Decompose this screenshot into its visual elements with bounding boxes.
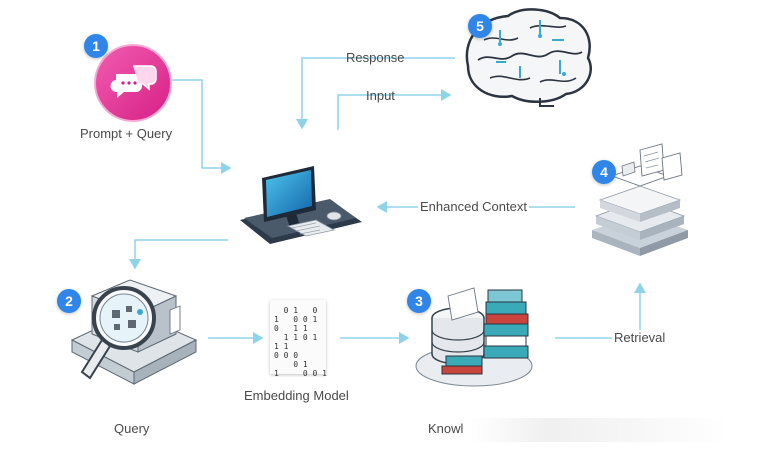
connectors	[129, 57, 646, 344]
label-retrieval: Retrieval	[612, 330, 668, 345]
step-badge-3: 3	[407, 289, 431, 313]
label-enhanced-context: Enhanced Context	[418, 199, 529, 214]
magnifier-icon	[70, 279, 198, 385]
step-badge-2: 2	[57, 289, 81, 313]
document-stack-icon	[592, 143, 688, 256]
embedding-bits: 0 1 0 1 0 0 1 0 1 1 1 1 0 1 1 1 0 0 0 0 …	[274, 306, 327, 378]
step-badge-4: 4	[592, 160, 616, 184]
computer-icon	[240, 166, 362, 244]
label-embedding-model: Embedding Model	[244, 388, 349, 403]
chat-bubble-icon	[94, 44, 172, 122]
label-query: Query	[114, 421, 150, 436]
arrow-response	[296, 57, 455, 130]
label-knowledge: Knowl	[428, 421, 464, 436]
arrow-input	[337, 89, 452, 130]
books-icon	[415, 287, 533, 387]
brain-icon	[465, 8, 592, 107]
step-badge-5: 5	[468, 14, 492, 38]
label-response: Response	[346, 50, 405, 65]
label-input: Input	[366, 88, 395, 103]
arrow-prompt-to-computer	[170, 79, 232, 174]
step-badge-1: 1	[84, 34, 108, 58]
label-prompt-query: Prompt + Query	[80, 126, 173, 141]
watermark-blur	[470, 418, 730, 442]
embedding-paper-icon: 0 1 0 1 0 0 1 0 1 1 1 1 0 1 1 1 0 0 0 0 …	[270, 300, 327, 378]
arrow-computer-to-query	[129, 239, 228, 270]
